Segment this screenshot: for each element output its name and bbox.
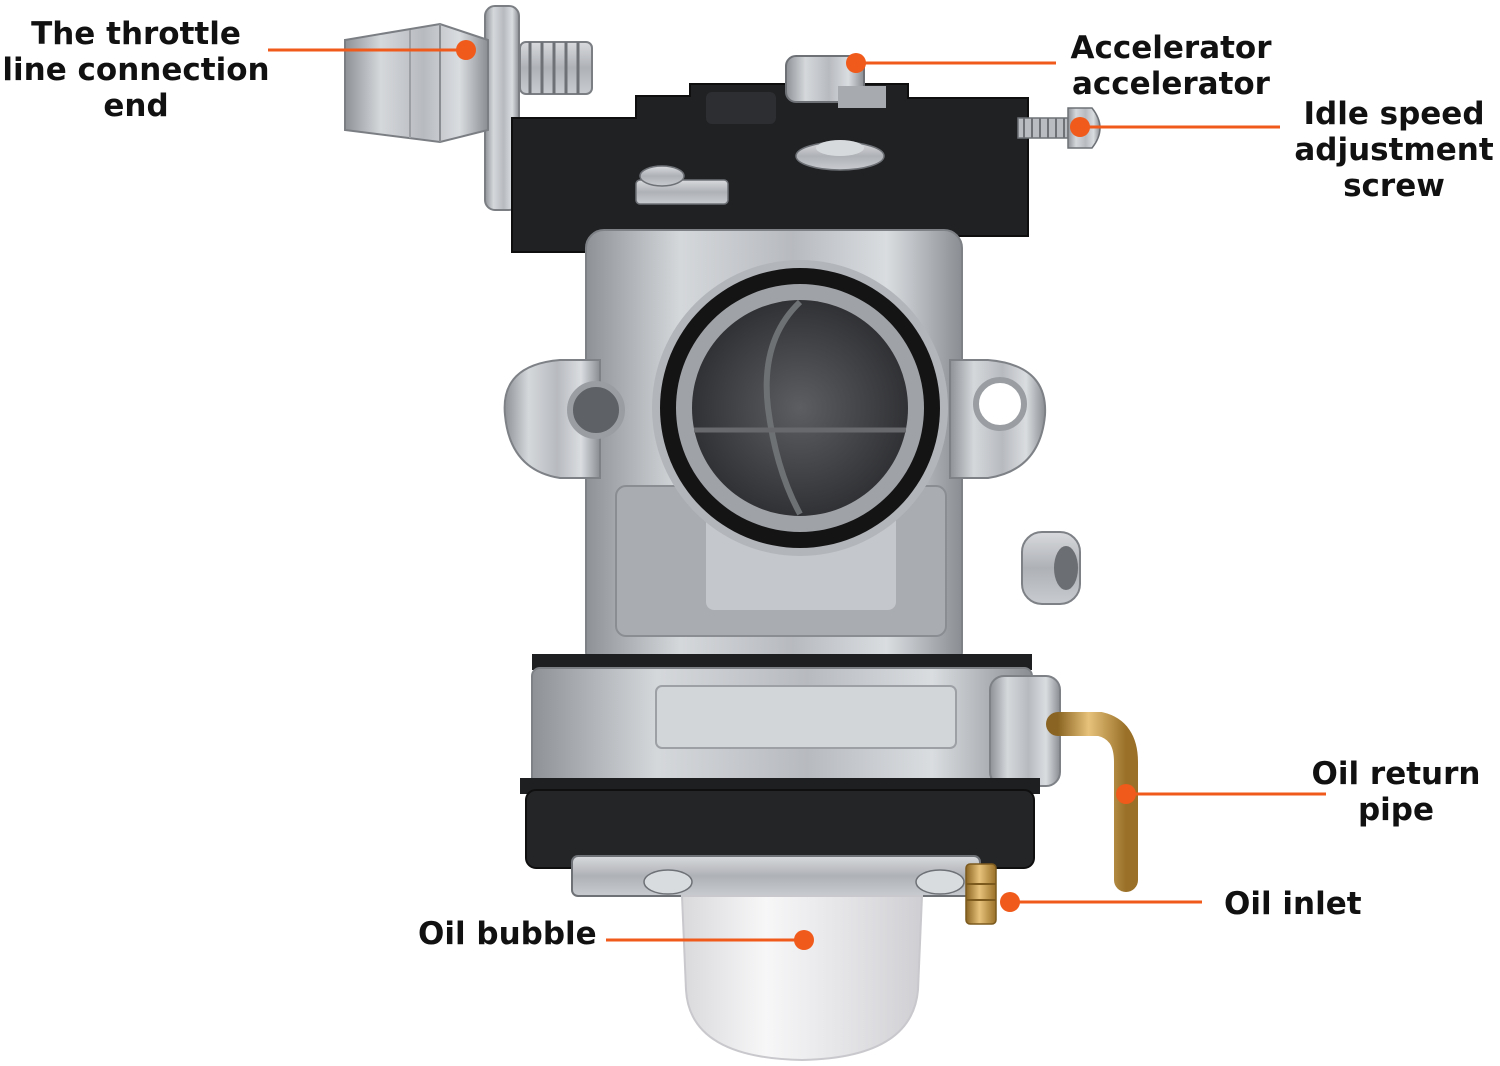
carburetor-body	[503, 229, 1081, 671]
label-idle-speed-screw: Idle speed adjustment screw	[1294, 96, 1494, 204]
label-accelerator: Accelerator accelerator	[1070, 30, 1272, 102]
callout-oil-inlet	[1000, 892, 1202, 912]
oil-bubble	[680, 895, 924, 1062]
oil-return-pipe	[1046, 712, 1138, 892]
label-throttle-line: The throttle line connection end	[2, 16, 270, 124]
callout-oil-bubble	[606, 930, 814, 950]
label-oil-inlet: Oil inlet	[1224, 886, 1362, 922]
oil-inlet	[965, 863, 997, 925]
callout-idle	[1070, 117, 1280, 137]
callout-oil-return	[1116, 784, 1326, 804]
throttle-nut	[344, 5, 593, 211]
label-oil-bubble: Oil bubble	[418, 916, 597, 952]
callout-throttle	[268, 40, 476, 60]
label-oil-return-pipe: Oil return pipe	[1311, 756, 1481, 828]
callout-accelerator	[846, 53, 1056, 73]
pump-section	[520, 654, 1061, 897]
throttle-bracket	[511, 55, 1029, 253]
